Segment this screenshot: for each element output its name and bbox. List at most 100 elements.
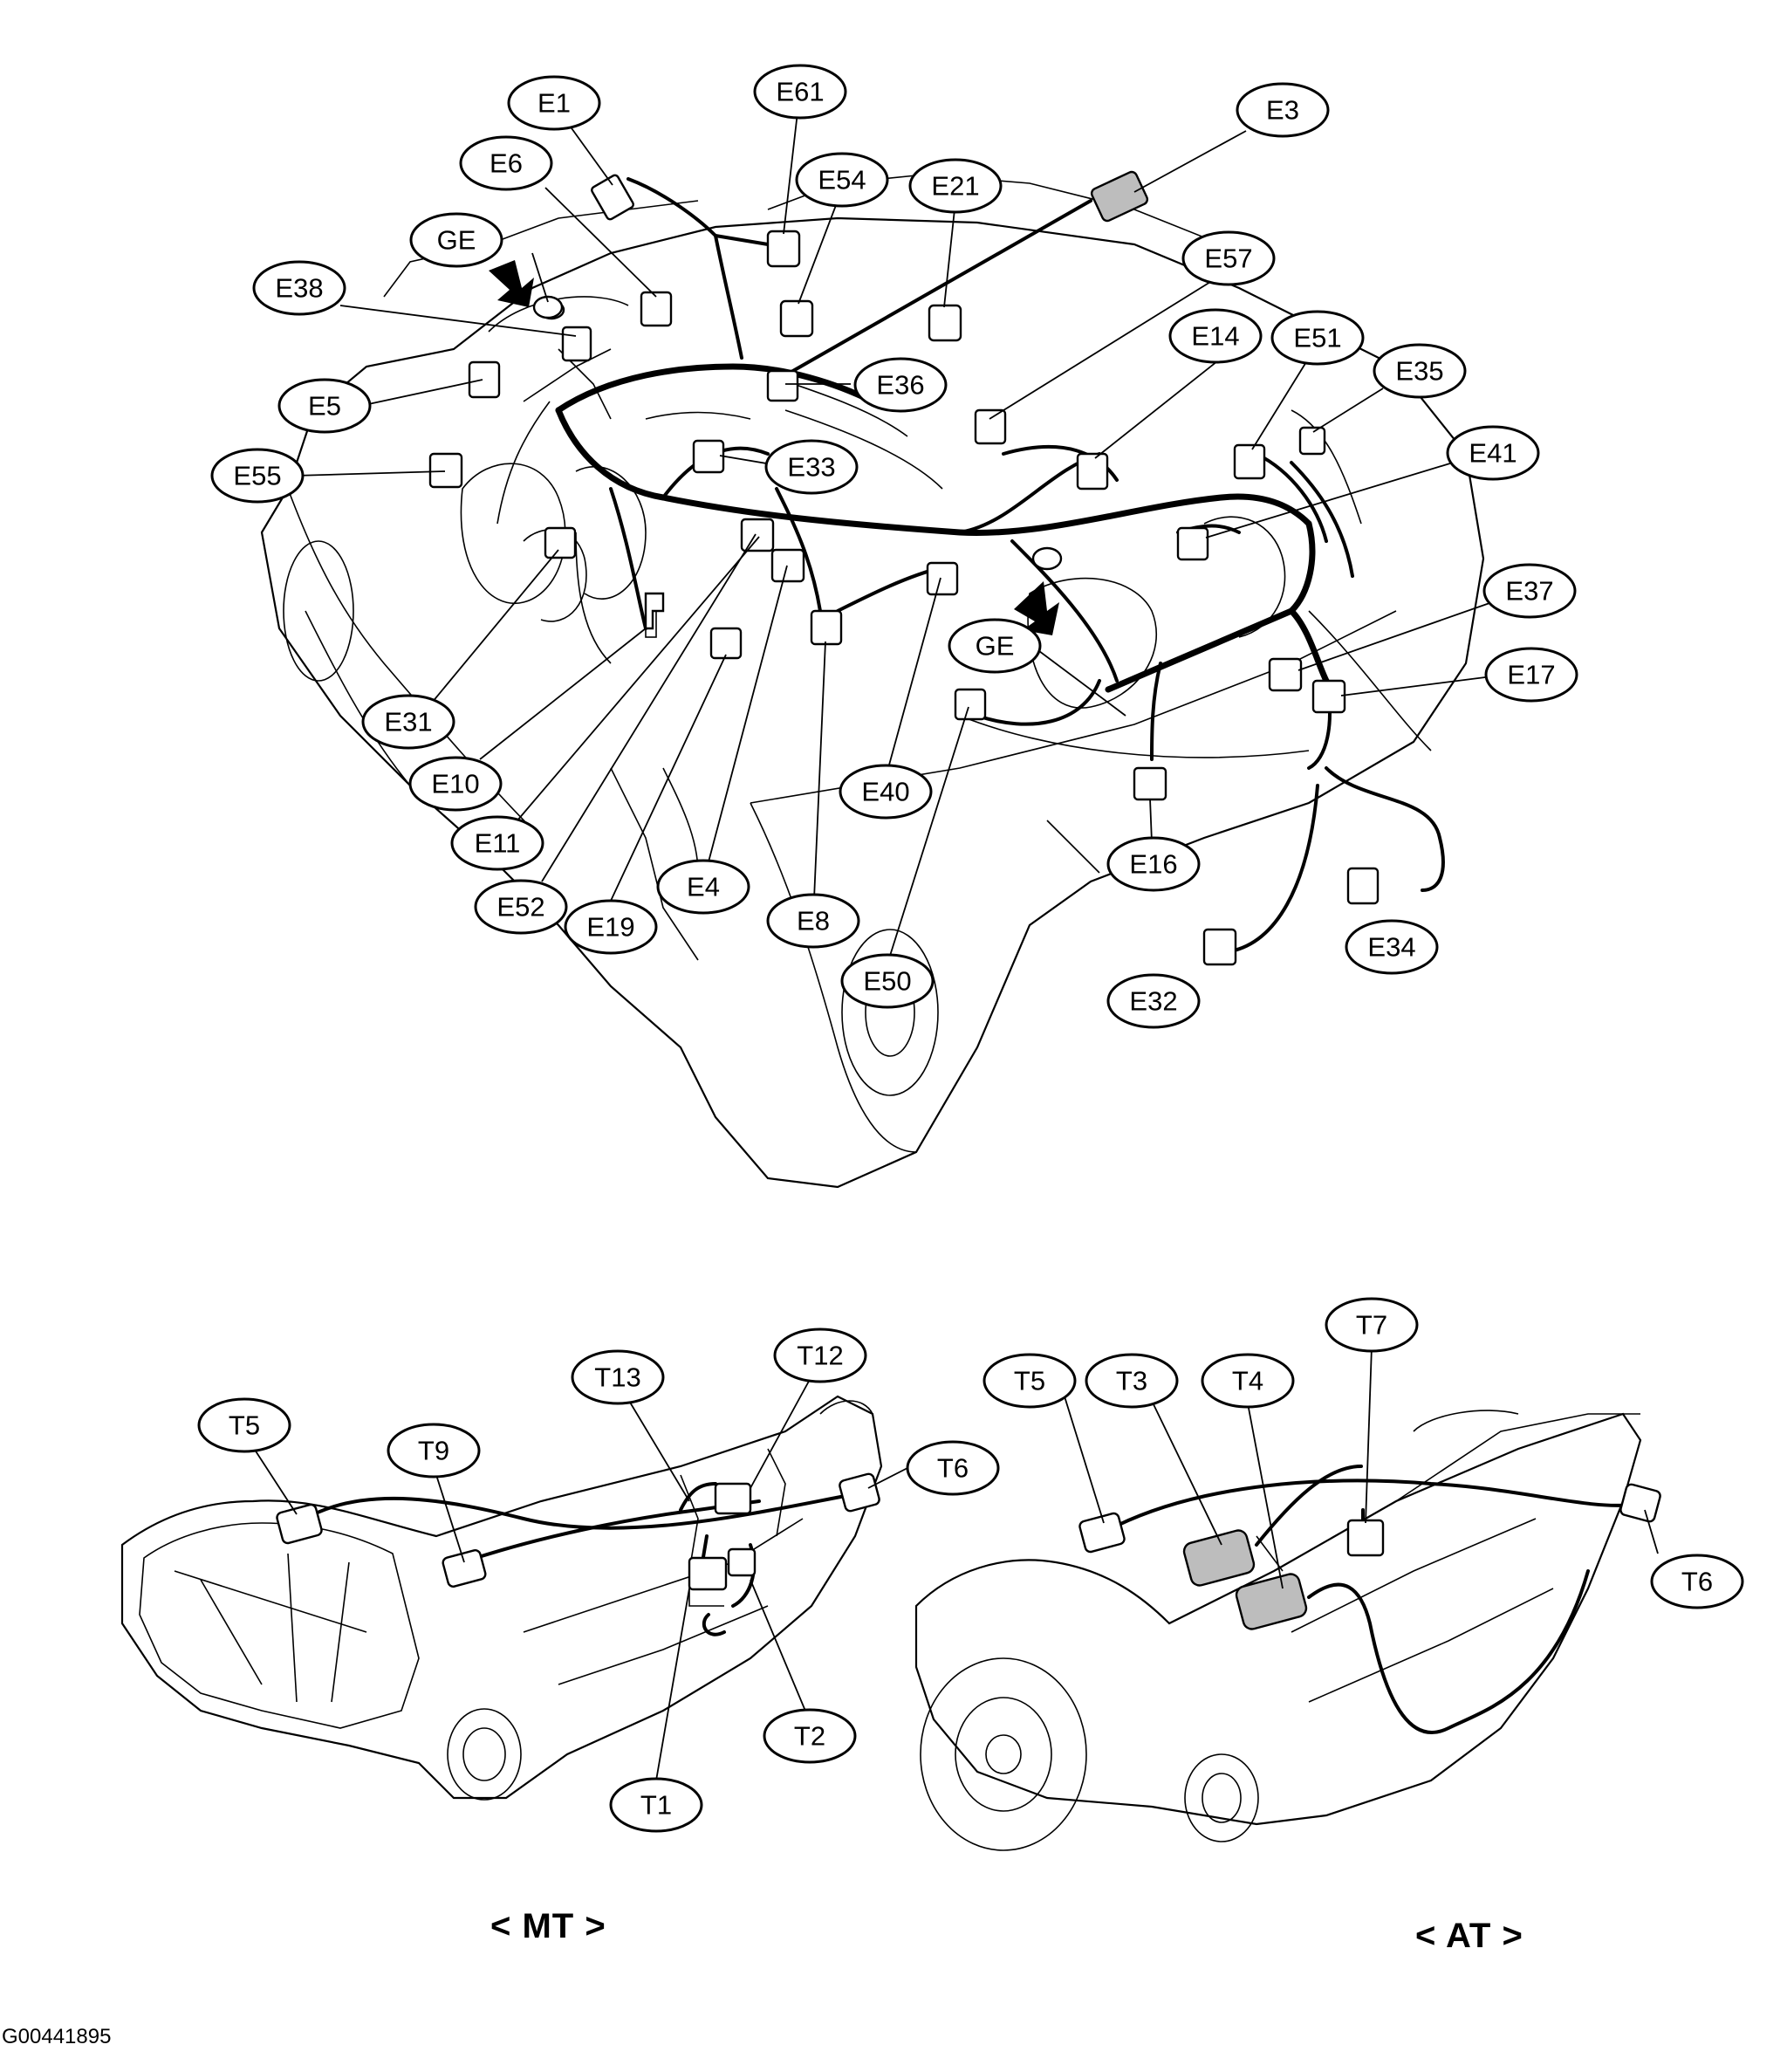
svg-text:E3: E3 (1266, 95, 1299, 126)
callout-t3: T3 (1085, 1353, 1179, 1409)
callout-e54: E54 (795, 152, 889, 208)
svg-text:E41: E41 (1469, 438, 1517, 469)
callout-t9: T9 (387, 1423, 481, 1479)
at-callouts: T7 T5 T3 T4 T6 (983, 1297, 1744, 1609)
svg-text:T13: T13 (594, 1362, 640, 1393)
callout-e37: E37 (1482, 563, 1577, 619)
figure-code: G00441895 (2, 2025, 112, 2048)
callout-t12: T12 (773, 1328, 867, 1383)
svg-text:E14: E14 (1191, 321, 1239, 352)
callout-e14: E14 (1168, 308, 1263, 364)
svg-text:GE: GE (976, 631, 1015, 662)
svg-text:E55: E55 (233, 461, 281, 491)
svg-text:E17: E17 (1507, 660, 1555, 690)
at-transmission-outline (914, 1410, 1642, 1851)
ground-arrow-icon (489, 260, 534, 307)
svg-text:E61: E61 (776, 77, 824, 107)
svg-text:E32: E32 (1129, 986, 1177, 1017)
svg-text:E31: E31 (384, 707, 432, 738)
callout-t1: T1 (609, 1777, 703, 1833)
svg-text:E21: E21 (931, 171, 979, 202)
svg-text:E4: E4 (687, 872, 720, 902)
svg-text:E11: E11 (475, 828, 521, 859)
svg-text:E54: E54 (818, 165, 866, 196)
svg-text:E38: E38 (275, 273, 323, 304)
callout-t7: T7 (1325, 1297, 1419, 1353)
callout-ge-top: GE (409, 212, 503, 268)
callout-e51: E51 (1270, 310, 1365, 366)
callout-e38: E38 (252, 260, 346, 316)
mt-leader-lines (252, 1376, 908, 1781)
callout-e55: E55 (210, 448, 305, 504)
svg-text:GE: GE (437, 225, 476, 256)
callout-e6: E6 (459, 135, 553, 191)
callout-e16: E16 (1106, 836, 1201, 892)
caption-at: < AT > (1415, 1917, 1523, 1955)
callout-e10: E10 (408, 756, 503, 812)
svg-text:T12: T12 (797, 1341, 843, 1371)
mt-transmission-outline (120, 1395, 883, 1801)
callout-t2: T2 (763, 1708, 857, 1764)
at-harness (1115, 1465, 1633, 1734)
callout-e57: E57 (1181, 230, 1276, 286)
svg-text:E50: E50 (863, 966, 911, 997)
callout-e4: E4 (656, 859, 750, 915)
callout-t6-mt: T6 (906, 1440, 1000, 1496)
svg-text:T6: T6 (937, 1453, 969, 1484)
callout-e31: E31 (361, 694, 455, 750)
ground-arrow-icon (1014, 581, 1059, 635)
svg-text:E52: E52 (496, 892, 544, 923)
svg-text:T1: T1 (640, 1790, 672, 1821)
callout-e34: E34 (1345, 919, 1439, 975)
engine-harness-wires (488, 177, 1445, 953)
svg-text:E5: E5 (308, 391, 341, 422)
engine-callouts: E1 E61 E3 E6 E54 E21 GE E57 E38 E14 E51 … (210, 64, 1578, 1029)
svg-text:T5: T5 (229, 1410, 260, 1441)
svg-text:E33: E33 (787, 452, 835, 483)
callout-e61: E61 (753, 64, 847, 120)
svg-text:T9: T9 (418, 1436, 449, 1466)
callout-e40: E40 (839, 764, 933, 820)
svg-text:E40: E40 (861, 777, 909, 807)
svg-text:E8: E8 (797, 906, 830, 937)
callout-e1: E1 (507, 75, 601, 131)
svg-text:E16: E16 (1129, 849, 1177, 880)
svg-text:E37: E37 (1505, 576, 1553, 607)
svg-text:T2: T2 (794, 1721, 825, 1752)
svg-text:E1: E1 (537, 88, 571, 119)
callout-e3: E3 (1236, 82, 1330, 138)
callout-e50: E50 (840, 953, 935, 1009)
callout-e33: E33 (764, 439, 859, 495)
callout-e5: E5 (277, 378, 372, 434)
svg-text:T4: T4 (1232, 1366, 1263, 1396)
callout-t5-at: T5 (983, 1353, 1077, 1409)
svg-text:E19: E19 (586, 912, 634, 943)
callout-e11: E11 (450, 815, 544, 871)
callout-t4: T4 (1201, 1353, 1295, 1409)
svg-text:E10: E10 (431, 769, 479, 799)
callout-e32: E32 (1106, 973, 1201, 1029)
mt-callouts: T13 T12 T5 T9 T6 T2 T1 (197, 1328, 1000, 1833)
svg-text:E57: E57 (1204, 244, 1252, 274)
callout-e35: E35 (1373, 343, 1467, 399)
callout-t6-at: T6 (1650, 1554, 1744, 1609)
svg-text:T6: T6 (1681, 1567, 1713, 1597)
callout-e17: E17 (1484, 647, 1578, 703)
engine-leader-lines (294, 104, 1493, 957)
svg-text:E51: E51 (1293, 323, 1341, 353)
svg-text:E35: E35 (1395, 356, 1443, 387)
svg-text:T3: T3 (1116, 1366, 1147, 1396)
svg-text:E36: E36 (876, 370, 924, 401)
callout-t13: T13 (571, 1349, 665, 1405)
svg-text:T5: T5 (1014, 1366, 1045, 1396)
svg-text:E6: E6 (490, 148, 523, 179)
callout-e8: E8 (766, 893, 860, 949)
callout-e21: E21 (908, 158, 1003, 214)
at-connectors (1078, 1483, 1661, 1630)
caption-mt: < MT > (490, 1907, 606, 1945)
callout-t5-mt: T5 (197, 1397, 291, 1453)
svg-text:E34: E34 (1367, 932, 1415, 963)
mt-connectors (276, 1472, 880, 1607)
callout-ge-mid: GE (948, 618, 1042, 674)
